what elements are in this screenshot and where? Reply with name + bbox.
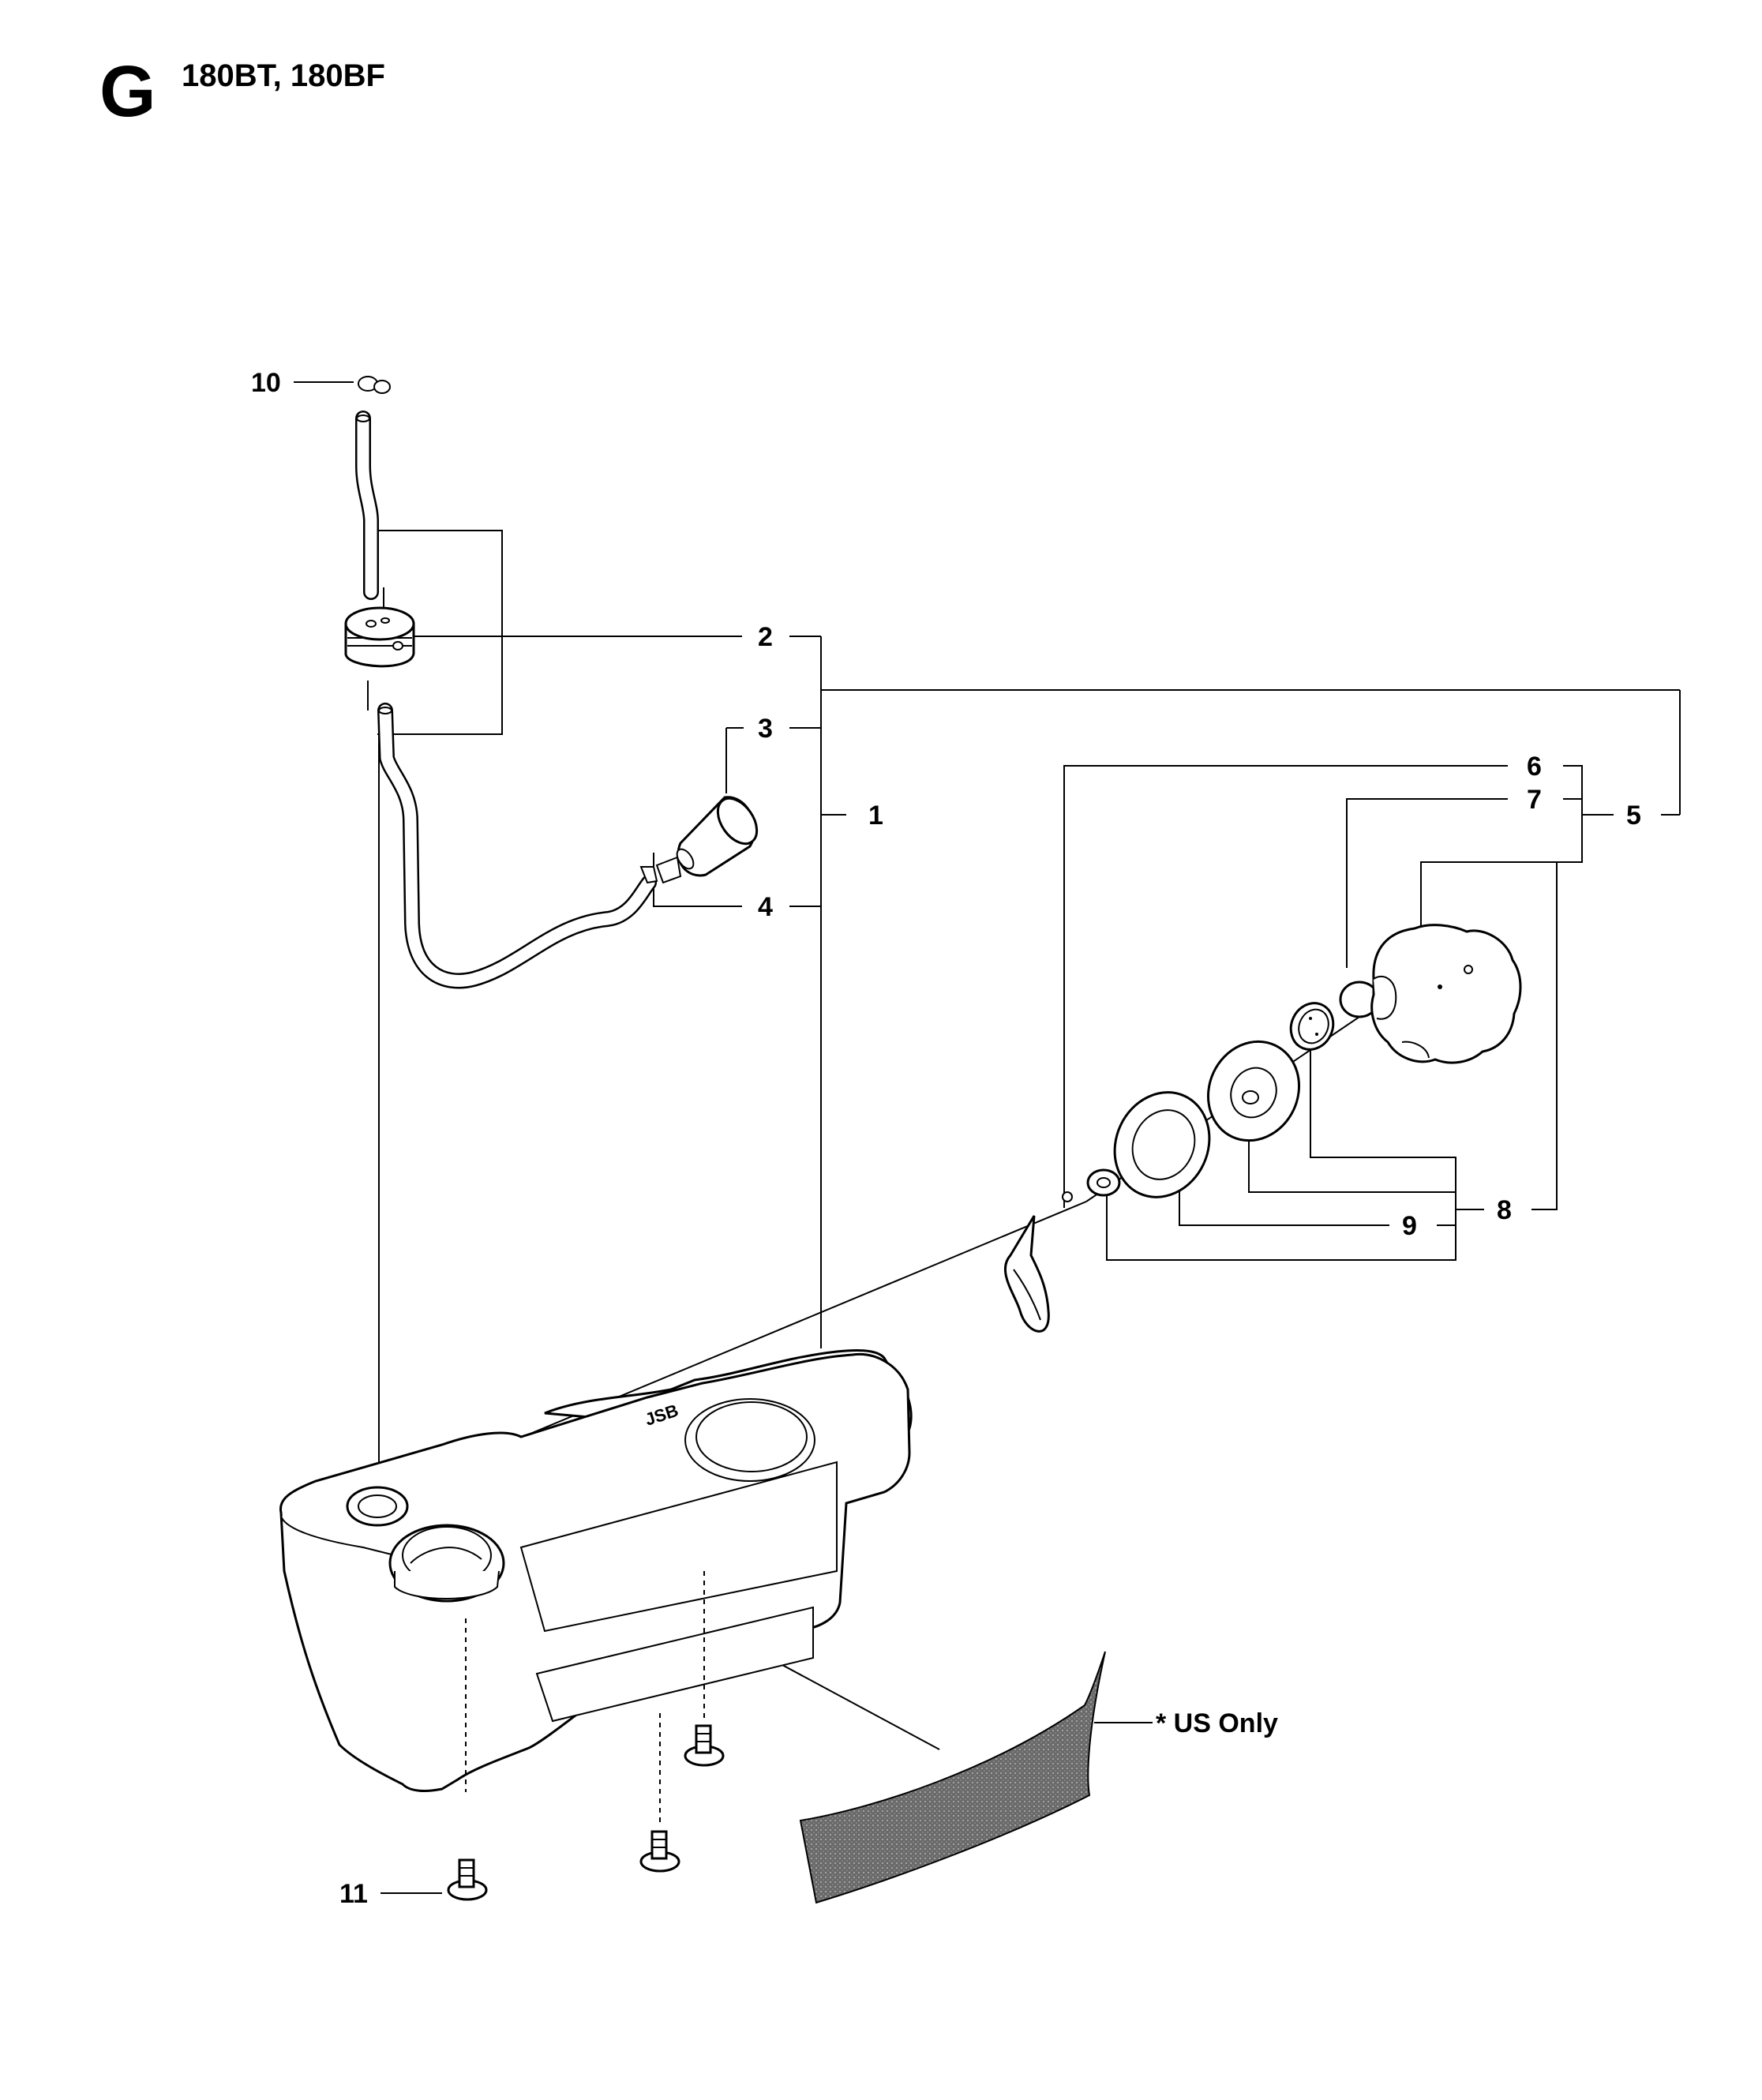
callout-11: 11 (339, 1879, 368, 1909)
cap-retainer-strap (1004, 1191, 1073, 1333)
tank-screw-middle (639, 1830, 680, 1873)
fuel-filter (655, 796, 759, 884)
cap-gasket (1206, 1040, 1301, 1142)
callout-10: 10 (251, 368, 281, 398)
callout-labels: 10 2 3 1 4 6 7 5 8 9 11 * US Only (251, 368, 1641, 1909)
callout-7: 7 (1527, 785, 1542, 815)
callout-3: 3 (758, 714, 773, 744)
tank-grommet (344, 587, 415, 711)
filter-clip (639, 866, 658, 884)
callout-4: 4 (758, 892, 773, 922)
hose-clip (358, 376, 391, 394)
callout-8: 8 (1497, 1195, 1512, 1225)
model-title: 180BT, 180BF (182, 58, 385, 93)
fuel-tank: JSB (279, 1349, 913, 1824)
callout-1: 1 (868, 801, 883, 831)
tank-screw-right (684, 1724, 725, 1767)
callout-2: 2 (758, 622, 773, 652)
vent-valve (1289, 1002, 1335, 1051)
leader-lines (294, 381, 1681, 1894)
us-only-note: * US Only (1156, 1708, 1278, 1738)
return-hose (355, 411, 379, 600)
fuel-hose (377, 703, 657, 989)
section-letter: G (99, 51, 156, 132)
callout-5: 5 (1626, 801, 1641, 831)
callout-9: 9 (1402, 1211, 1417, 1241)
cap-seal (1113, 1091, 1211, 1198)
small-washer (1086, 1168, 1121, 1197)
tank-screw-left (447, 1858, 488, 1901)
fuel-cap (1370, 924, 1522, 1064)
us-only-decal (799, 1651, 1106, 1904)
callout-6: 6 (1527, 752, 1542, 782)
